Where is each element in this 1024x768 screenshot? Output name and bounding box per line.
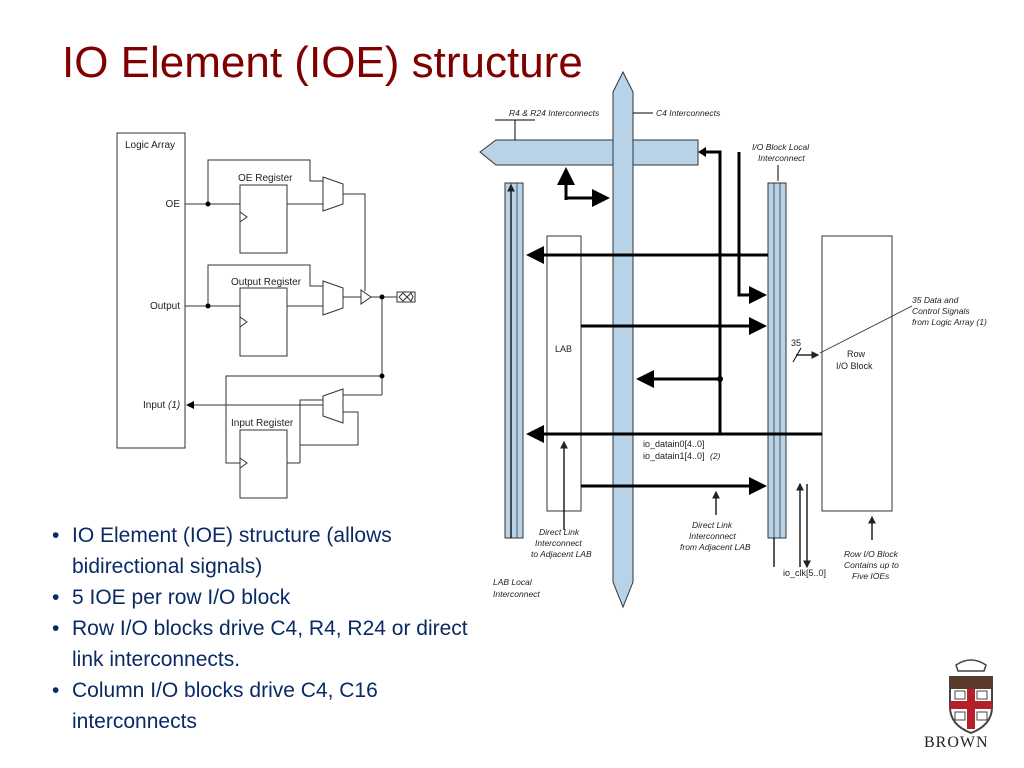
io-datain1-label: io_datain1[4..0] — [643, 451, 705, 461]
output-signal-label: Output — [150, 301, 180, 312]
data-ctrl-label-2: Control Signals — [912, 306, 970, 316]
data-ctrl-label-1: 35 Data and — [912, 295, 959, 305]
io-block-local-interconnect — [767, 182, 787, 539]
slide-title: IO Element (IOE) structure — [62, 38, 583, 87]
logic-array-box — [116, 132, 186, 449]
row-io-label-1: Row — [847, 349, 866, 359]
io-pin — [396, 291, 416, 303]
input-register-box — [239, 429, 288, 499]
c4-label: C4 Interconnects — [656, 108, 721, 118]
io-datain0-label: io_datain0[4..0] — [643, 439, 705, 449]
direct-link-lab-2: Interconnect — [535, 538, 582, 548]
oe-signal-label: OE — [166, 199, 181, 210]
row-io-label-2: I/O Block — [836, 361, 873, 371]
bus-width-label: 35 — [791, 338, 801, 348]
row-io-block-box — [821, 235, 893, 512]
lab-local-label-1: LAB Local — [493, 577, 533, 587]
oe-register-box — [239, 184, 288, 254]
io-datain1-note: (2) — [710, 451, 721, 461]
bullet-item: Row I/O blocks drive C4, R4, R24 or dire… — [52, 613, 502, 675]
brown-logo-text: BROWN — [924, 734, 989, 751]
logic-array-label: Logic Array — [125, 140, 175, 151]
c4-interconnect-bus — [612, 70, 634, 609]
direct-link-lab-1: Direct Link — [539, 527, 580, 537]
direct-link-from-3: from Adjacent LAB — [680, 542, 751, 552]
r4-r24-interconnect-bus — [479, 139, 699, 166]
bullet-item: 5 IOE per row I/O block — [52, 582, 502, 613]
row-io-contains-2: Contains up to — [844, 560, 899, 570]
bullet-list: IO Element (IOE) structure (allows bidir… — [52, 520, 502, 737]
input-note: (1) — [168, 400, 180, 411]
r4-r24-label: R4 & R24 Interconnects — [509, 108, 600, 118]
io-local-label-1: I/O Block Local — [752, 142, 810, 152]
bullet-item: IO Element (IOE) structure (allows bidir… — [52, 520, 502, 582]
lab-local-interconnect — [504, 182, 524, 539]
lab-label: LAB — [555, 344, 572, 354]
row-io-contains-1: Row I/O Block — [844, 549, 899, 559]
input-register-label: Input Register — [231, 418, 294, 429]
direct-link-from-2: Interconnect — [689, 531, 736, 541]
io-clk-label: io_clk[5..0] — [783, 568, 826, 578]
io-local-label-2: Interconnect — [758, 153, 805, 163]
oe-register-label: OE Register — [238, 173, 293, 184]
direct-link-from-1: Direct Link — [692, 520, 733, 530]
direct-link-lab-3: to Adjacent LAB — [531, 549, 592, 559]
input-signal-label: Input — [143, 400, 165, 411]
lab-local-label-2: Interconnect — [493, 589, 540, 599]
bullet-item: Column I/O blocks drive C4, C16 intercon… — [52, 675, 502, 737]
row-io-contains-3: Five IOEs — [852, 571, 890, 581]
brown-shield-icon — [949, 659, 993, 735]
output-register-label: Output Register — [231, 277, 302, 288]
data-ctrl-label-3: from Logic Array (1) — [912, 317, 987, 327]
